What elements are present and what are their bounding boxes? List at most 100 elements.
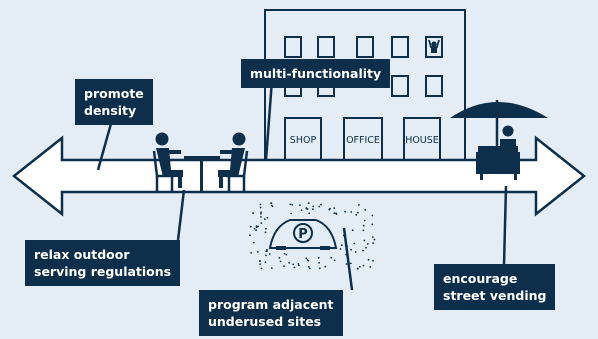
parking-dot	[305, 257, 308, 260]
street-vendor-umbrella-icon	[450, 100, 548, 180]
parking-dot	[350, 211, 353, 213]
parking-dot	[339, 248, 342, 250]
parking-dot	[333, 259, 336, 262]
parking-dot	[358, 204, 360, 206]
parking-dot	[285, 253, 288, 256]
parking-dot	[253, 227, 256, 230]
parking-dot	[257, 225, 260, 228]
parking-dot	[249, 234, 251, 237]
parking-dot	[340, 244, 343, 247]
program-adjacent-callout: program adjacent underused sites	[199, 290, 343, 336]
parking-dot	[290, 212, 292, 215]
parking-dot	[312, 205, 315, 208]
parking-dot	[256, 251, 259, 253]
parking-dot	[328, 208, 331, 211]
promote-density-callout: promote density	[75, 79, 153, 125]
parking-dot	[345, 263, 348, 265]
parking-dot	[312, 208, 314, 211]
parking-dot	[308, 267, 311, 270]
parking-dot	[278, 256, 281, 259]
parking-dot	[362, 264, 365, 267]
parking-dot	[359, 266, 361, 268]
parking-dot	[356, 267, 359, 270]
parking-dot	[289, 203, 292, 206]
parking-dot	[264, 231, 267, 234]
parking-dot	[300, 209, 303, 212]
shop-label: SHOP	[290, 135, 317, 146]
parking-dot	[317, 256, 320, 259]
parking-dot	[372, 259, 374, 262]
parking-dot	[260, 211, 262, 214]
parking-dot	[373, 238, 376, 241]
parking-dot	[367, 258, 370, 261]
cafe-table-icon	[152, 132, 249, 192]
parking-dot	[298, 264, 300, 267]
encourage-vending-callout: encourage street vending	[434, 264, 556, 310]
multi-functionality-callout: multi-functionality	[241, 59, 391, 88]
parking-dot	[324, 265, 327, 268]
parking-dot	[266, 216, 269, 219]
parking-dot	[362, 249, 364, 252]
leader-lines	[96, 79, 508, 291]
parking-car-icon: P	[249, 202, 376, 270]
parking-dot	[353, 242, 356, 245]
parking-dot	[365, 246, 367, 249]
parking-dot	[293, 266, 296, 269]
parking-dot	[369, 266, 372, 268]
parking-dot	[299, 204, 301, 207]
parking-dot	[308, 212, 311, 215]
parking-dot	[333, 212, 336, 215]
parking-dot	[255, 225, 258, 228]
parking-dot	[259, 203, 262, 206]
parking-dot	[363, 239, 366, 242]
parking-dot	[260, 216, 262, 218]
parking-dot	[335, 213, 338, 216]
office-label: OFFICE	[346, 135, 380, 146]
parking-dot	[307, 265, 310, 268]
parking-dot	[357, 211, 359, 214]
parking-dot	[268, 253, 271, 255]
parking-dot	[364, 209, 367, 211]
parking-dot	[250, 225, 252, 228]
parking-dot	[371, 214, 374, 217]
parking-dot	[266, 248, 268, 251]
parking-dot	[265, 254, 267, 257]
double-headed-arrow	[11, 135, 587, 217]
parking-dot	[306, 259, 309, 261]
parking-dot	[270, 267, 273, 269]
parking-dot	[320, 203, 322, 206]
parking-dot	[318, 205, 321, 208]
parking-dot	[351, 229, 354, 232]
parking-dot	[318, 261, 320, 264]
parking-dot	[279, 260, 282, 263]
parking-dot	[305, 207, 308, 210]
parking-dot	[259, 260, 261, 263]
house-label: HOUSE	[405, 135, 439, 146]
parking-dot	[349, 262, 352, 265]
parking-dot	[270, 202, 273, 205]
parking-dot	[252, 241, 255, 244]
parking-dot	[260, 267, 263, 270]
parking-dot	[250, 252, 253, 254]
parking-dot	[372, 242, 374, 245]
parking-dot	[363, 219, 366, 222]
parking-dot	[263, 218, 266, 221]
relax-outdoor-callout: relax outdoor serving regulations	[25, 240, 181, 286]
parking-dot	[307, 202, 310, 205]
parking-sign-label: P	[298, 227, 308, 242]
parking-dot	[292, 263, 295, 266]
parking-dot-cloud	[249, 202, 376, 270]
parking-dot	[260, 222, 263, 225]
parking-dot	[288, 262, 290, 264]
parking-dot	[350, 248, 352, 251]
parking-dot	[344, 210, 346, 213]
parking-dot	[318, 267, 321, 270]
parking-dot	[371, 236, 374, 238]
parking-dot	[255, 229, 257, 232]
parking-dot	[297, 263, 300, 265]
parking-dot	[283, 252, 286, 255]
parking-dot	[354, 251, 357, 253]
parking-dot	[362, 229, 365, 232]
parking-dot	[355, 213, 358, 216]
parking-dot	[252, 212, 255, 215]
